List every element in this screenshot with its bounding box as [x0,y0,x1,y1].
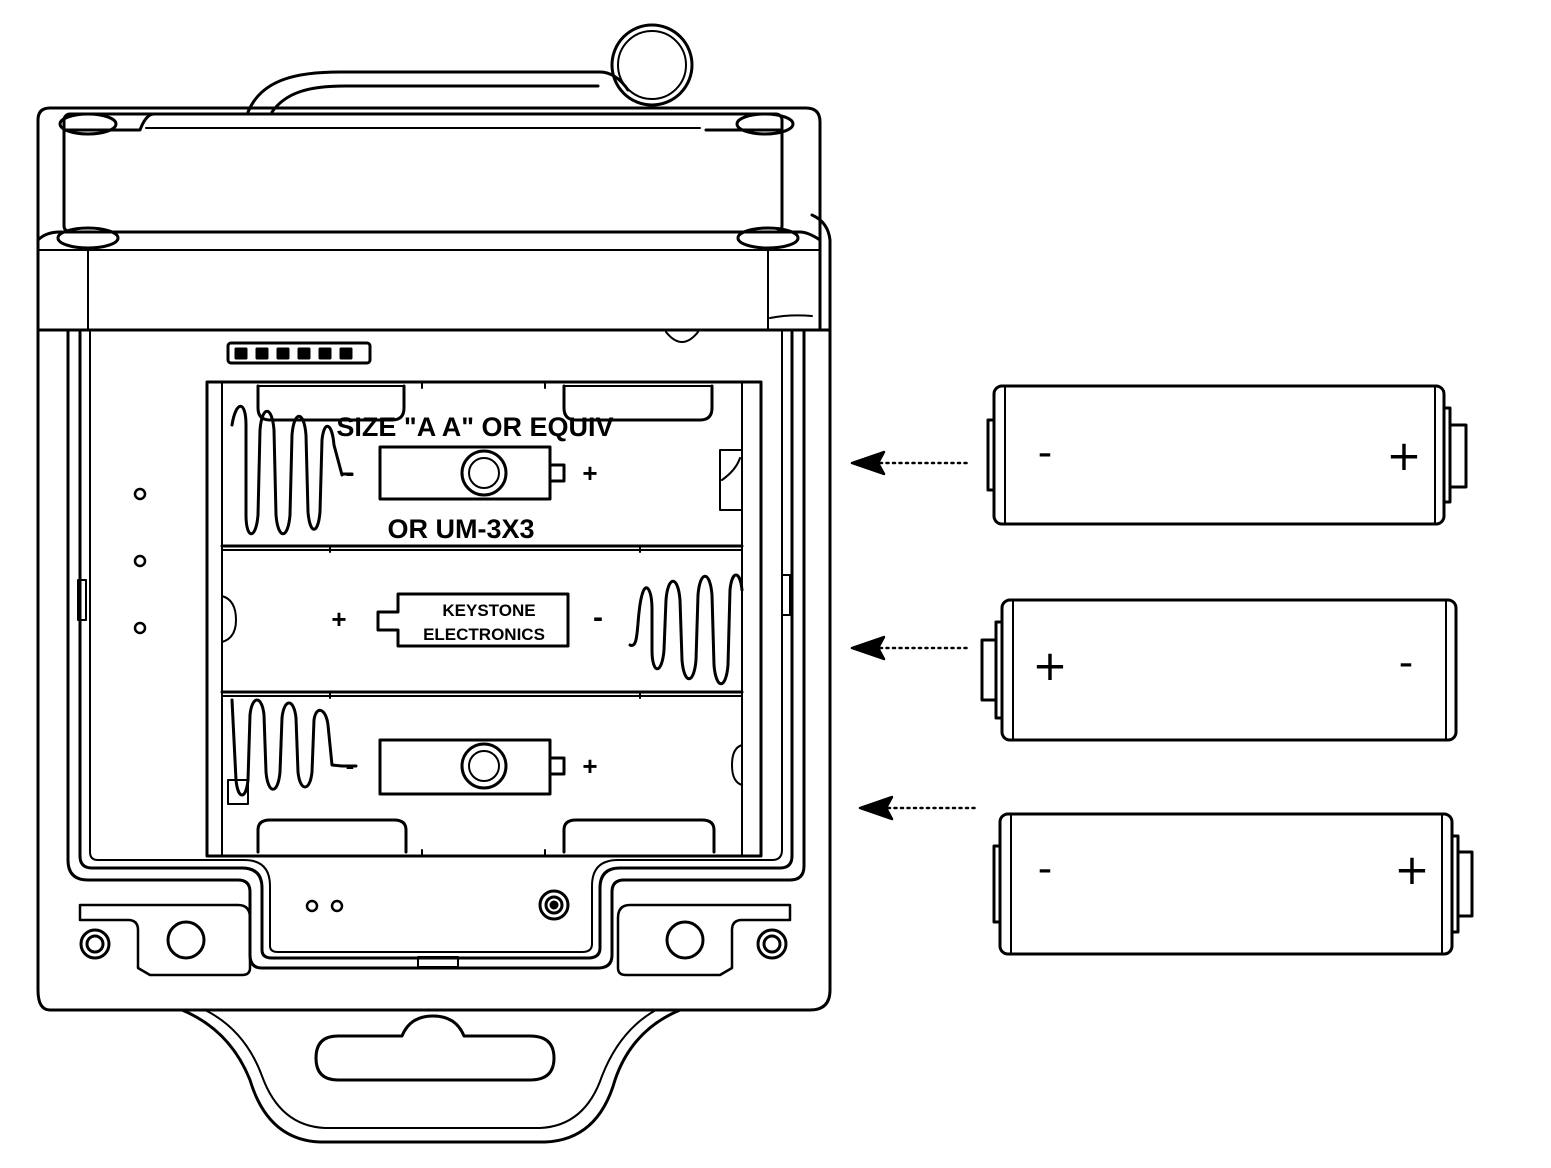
size-label: SIZE "A A" OR EQUIV [336,412,613,442]
slot-1-left-sign: - [346,457,355,487]
battery-2 [980,598,1458,742]
lid [62,112,784,234]
keystone-label-plate [376,592,570,648]
battery-1-left-sign: - [1038,430,1052,476]
maker-label-line2: ELECTRONICS [423,625,545,644]
slot-2-left-sign: + [331,604,346,634]
spring-contact-3 [230,698,344,797]
arrow-3 [858,795,978,821]
insert-arrows [850,450,978,821]
slot-3 [227,698,743,805]
arrow-2 [850,635,970,661]
battery-holder [205,380,763,858]
spring-contact-2 [628,573,744,686]
battery-1 [986,384,1468,526]
slot-1-right-sign: + [582,458,597,488]
battery-labels: - + + - - + [1032,430,1429,894]
battery-3-right-sign: + [1394,845,1429,894]
holder-labels: SIZE "A A" OR EQUIV OR UM-3X3 KEYSTONE E… [331,412,613,781]
battery-3-left-sign: - [1038,846,1052,892]
battery-1-right-sign: + [1386,431,1421,480]
slot-1 [230,404,743,536]
top-knob [610,23,694,107]
enclosure [36,23,832,1144]
slot-2-right-sign: - [593,601,603,634]
arrow-1 [850,450,970,476]
connector-header [226,341,372,365]
battery-2-right-sign: - [1399,640,1413,686]
maker-label-line1: KEYSTONE [442,601,535,620]
equiv-label: OR UM-3X3 [387,514,534,544]
slot-3-right-sign: + [582,751,597,781]
spring-contact-1 [230,404,344,536]
slot-2 [221,573,744,686]
battery-3 [992,812,1474,956]
slot-3-left-sign: - [346,750,355,780]
battery-2-left-sign: + [1032,641,1067,690]
